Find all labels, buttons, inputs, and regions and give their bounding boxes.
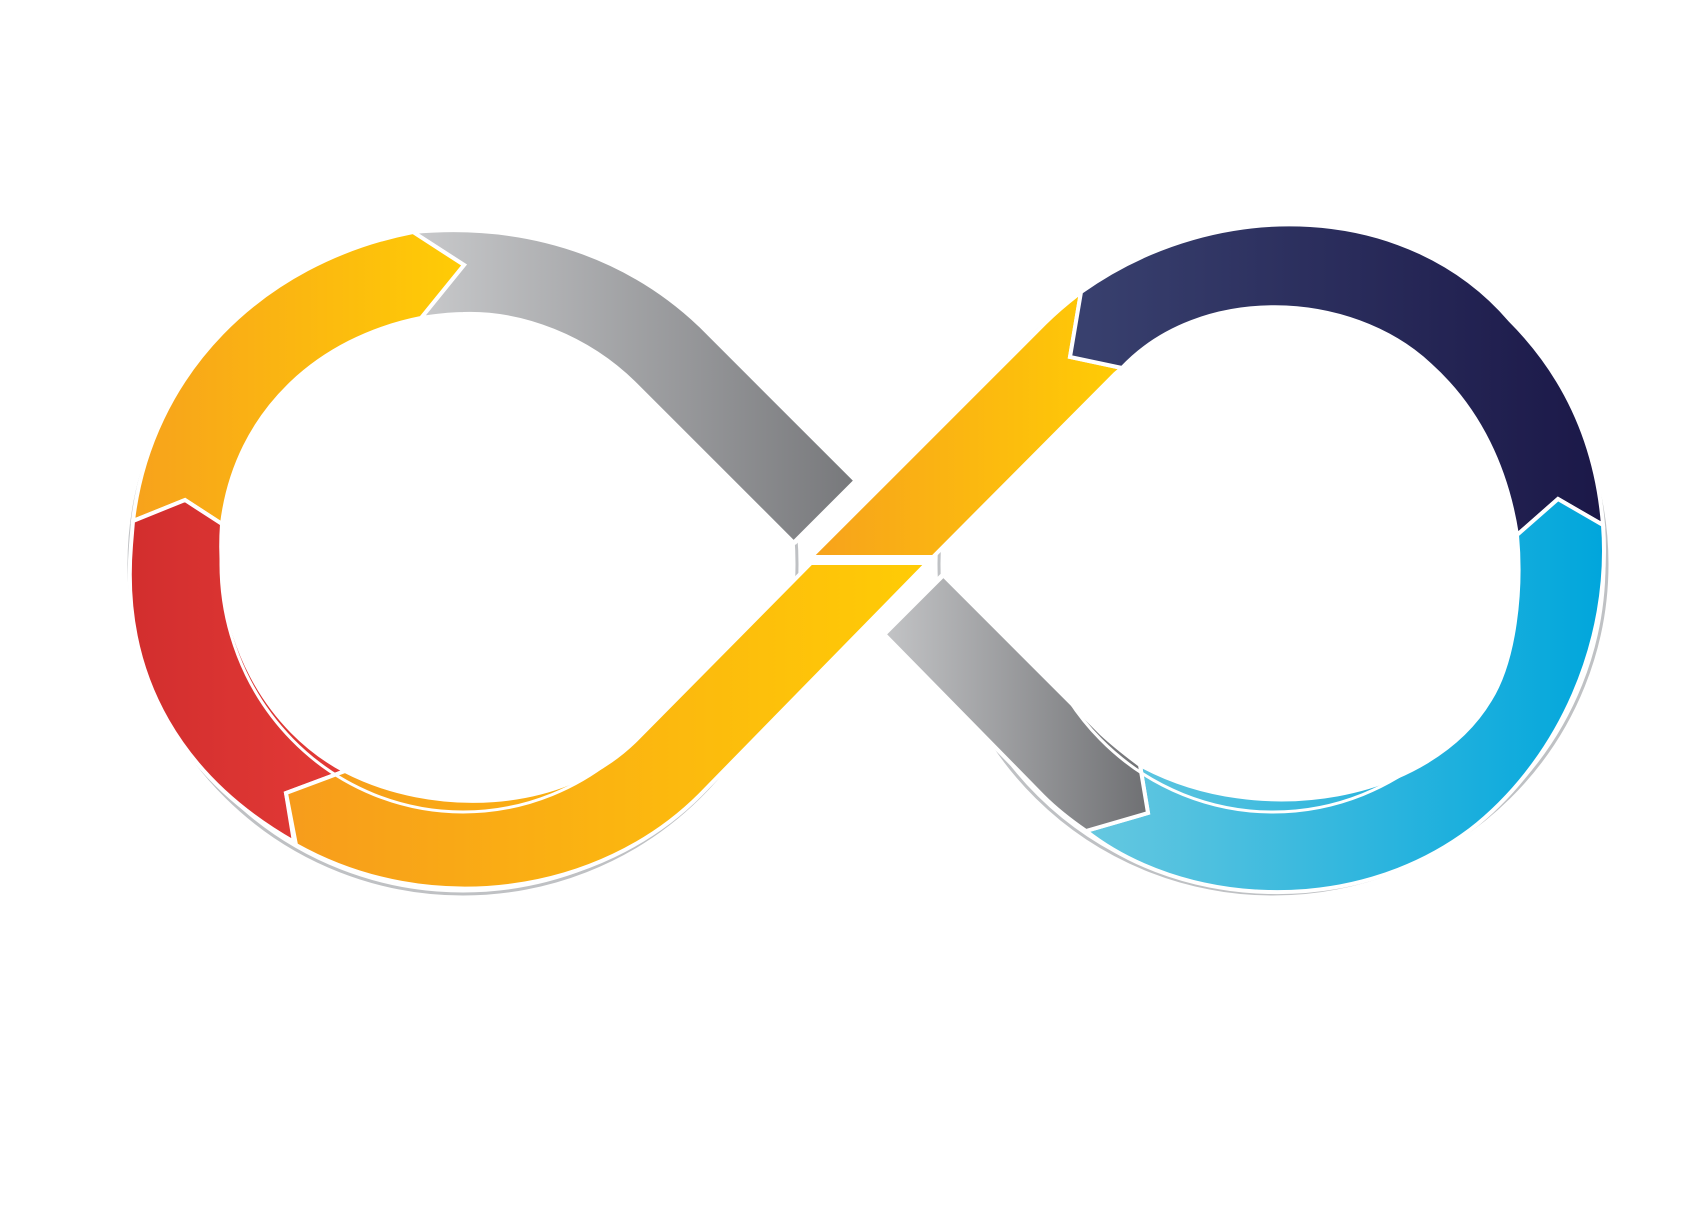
right-bottom-gray-arrow	[881, 572, 1151, 834]
left-bottom-orange-band	[283, 561, 932, 891]
right-blue-arrow	[1081, 496, 1606, 895]
right-top-navy-arrow	[1067, 222, 1606, 539]
inner-ring-outlines	[219, 314, 1519, 814]
left-top-orange-arrow	[130, 229, 467, 528]
crossing-gaps	[792, 479, 945, 636]
left-top-gray-band	[407, 228, 859, 546]
